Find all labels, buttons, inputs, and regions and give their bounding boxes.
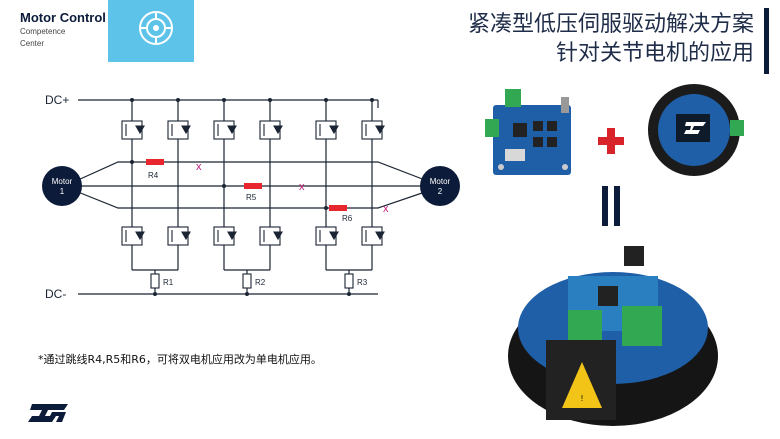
low-side-switch-5	[315, 226, 339, 246]
shunt-r1	[150, 273, 160, 289]
title-line-1: 紧凑型低压伺服驱动解决方案	[467, 12, 754, 37]
r6-label: R6	[342, 214, 353, 223]
jumper-r5	[244, 183, 262, 189]
plus-icon	[598, 128, 624, 154]
title-accent-bar	[764, 8, 769, 74]
jumper-r4	[146, 159, 164, 165]
motor-image	[648, 84, 744, 176]
high-side-switch-1	[121, 120, 145, 140]
high-side-switch-6	[361, 120, 385, 140]
cut-mark-1: x	[196, 161, 202, 173]
brand-subtitle-2: Center	[20, 39, 45, 48]
shunt-r3	[344, 273, 354, 289]
shunt-r2	[242, 273, 252, 289]
motor-gear-icon	[139, 11, 173, 45]
r1-label: R1	[163, 278, 174, 287]
dc-plus-label: DC+	[45, 93, 69, 107]
low-side-switch-3	[213, 226, 237, 246]
motor-2-number: 2	[438, 187, 443, 196]
motor-2-label: Motor	[430, 177, 451, 186]
title-line-2: 针对关节电机的应用	[555, 41, 754, 66]
low-side-switch-1	[121, 226, 145, 246]
st-logo	[28, 404, 68, 422]
brand-color-box	[108, 0, 194, 62]
cut-mark-2: x	[299, 181, 305, 193]
motor-1-number: 1	[60, 187, 65, 196]
high-side-switch-2	[167, 120, 191, 140]
motor-1	[42, 166, 82, 206]
low-side-switch-4	[259, 226, 283, 246]
low-side-switch-6	[361, 226, 385, 246]
dc-minus-label: DC-	[45, 287, 66, 301]
high-side-switch-5	[315, 120, 339, 140]
r4-label: R4	[148, 171, 159, 180]
high-side-switch-4	[259, 120, 283, 140]
assembled-drive-image: !	[508, 246, 718, 426]
driver-board-image	[485, 89, 571, 175]
svg-text:!: !	[580, 394, 583, 403]
brand-title: Motor Control	[20, 10, 106, 25]
high-side-switch-3	[213, 120, 237, 140]
page-title: 紧凑型低压伺服驱动解决方案 针对关节电机的应用	[468, 10, 754, 68]
dual-motor-schematic: x x x DC+ DC- R4 R5 R6 R1 R2 R3 Motor 1 …	[42, 93, 460, 301]
r2-label: R2	[255, 278, 266, 287]
cut-mark-3: x	[383, 203, 389, 215]
equals-icon	[602, 186, 620, 226]
brand-subtitle-1: Competence	[20, 27, 66, 36]
low-side-switch-2	[167, 226, 191, 246]
motor-2	[420, 166, 460, 206]
brand-block: Motor Control Competence Center	[20, 10, 120, 49]
r3-label: R3	[357, 278, 368, 287]
r5-label: R5	[246, 193, 257, 202]
motor-1-label: Motor	[52, 177, 73, 186]
jumper-r6	[329, 205, 347, 211]
jumper-note: *通过跳线R4,R5和R6，可将双电机应用改为单电机应用。	[38, 353, 322, 366]
